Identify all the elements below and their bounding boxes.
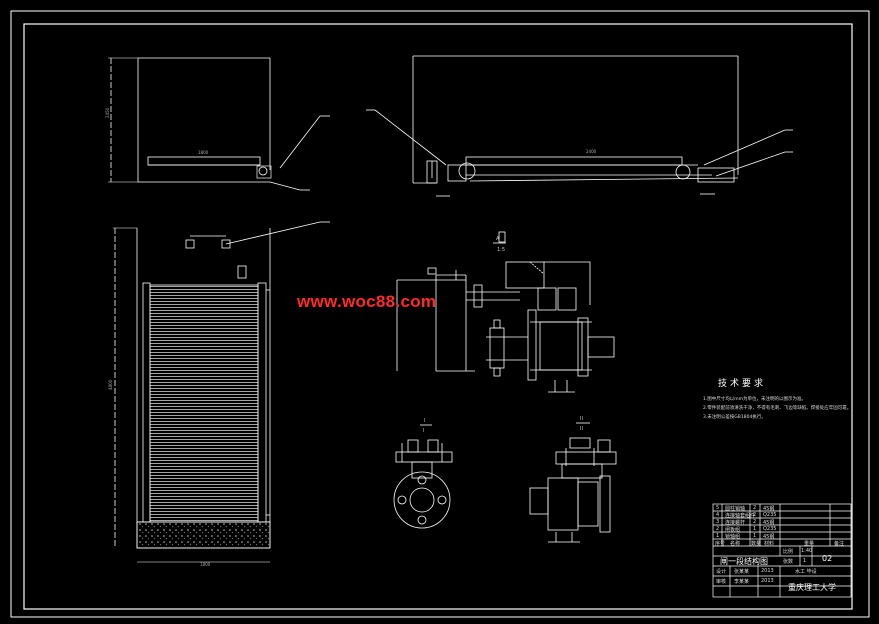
checker-name: 李某某 bbox=[734, 579, 750, 585]
part-no: 1 bbox=[716, 533, 720, 539]
main-gate-front-view: 4800 1800 bbox=[108, 221, 330, 567]
title-block-grid bbox=[712, 503, 852, 598]
header-remark: 备注 bbox=[834, 541, 845, 547]
part-name: 连接螺杆 bbox=[725, 520, 746, 526]
svg-text:1:5: 1:5 bbox=[497, 247, 505, 253]
date-1: 2013 bbox=[761, 568, 774, 574]
part-qty: 2 bbox=[753, 512, 757, 518]
tech-requirement-line-3: 3.未注明公差按GB1804执行。 bbox=[703, 415, 766, 420]
date-2: 2013 bbox=[761, 578, 774, 584]
part-qty: 1 bbox=[753, 526, 757, 532]
drawing-number: 02 bbox=[822, 554, 833, 563]
part-qty: 2 bbox=[753, 505, 757, 511]
tech-requirement-line-1: 1.图中尺寸均以mm为单位，未注明的以图示为准。 bbox=[703, 397, 807, 402]
svg-text:II: II bbox=[580, 426, 583, 432]
svg-text:II: II bbox=[580, 416, 583, 422]
tech-requirements-title: 技术要求 bbox=[718, 379, 767, 389]
outer-border bbox=[10, 10, 870, 618]
part-name: 圆柱销轴 bbox=[725, 506, 746, 512]
watermark-text: www.woc88.com bbox=[297, 292, 437, 311]
section-view-side: II II bbox=[529, 416, 617, 543]
svg-text:A: A bbox=[496, 236, 500, 242]
class-name: 水工 毕设 bbox=[795, 569, 817, 575]
svg-text:1800: 1800 bbox=[198, 150, 209, 155]
scale-label: 比例 bbox=[783, 549, 794, 555]
designer-label: 设计 bbox=[716, 569, 727, 575]
school-name: 重庆理工大学 bbox=[788, 583, 836, 592]
part-no: 3 bbox=[716, 519, 720, 525]
header-material: 材料 bbox=[764, 541, 775, 547]
svg-text:2400: 2400 bbox=[586, 149, 597, 154]
part-name: 锁轴组 bbox=[725, 534, 741, 540]
part-no: 2 bbox=[716, 526, 720, 532]
sheet-label: 张数 bbox=[783, 559, 794, 565]
top-left-elevation-view: 2450 1800 bbox=[105, 57, 330, 191]
tech-requirement-line-2: 2.零件装配前须清洗干净，不得有毛刺、飞边等缺陷。焊接处应牢固可靠。 bbox=[703, 406, 852, 411]
header-name: 名称 bbox=[730, 541, 741, 547]
center-hoist-detail: A 1:5 bbox=[396, 231, 615, 393]
section-view-circular: I I bbox=[393, 418, 453, 529]
part-qty: 1 bbox=[753, 533, 757, 539]
svg-text:1800: 1800 bbox=[200, 562, 211, 567]
part-material: Q235 bbox=[763, 526, 777, 532]
part-material: 45钢 bbox=[763, 534, 775, 540]
part-no: 5 bbox=[716, 505, 720, 511]
part-material: Q235 bbox=[763, 512, 777, 518]
header-weight: 重量 bbox=[804, 541, 815, 547]
svg-text:4800: 4800 bbox=[108, 379, 113, 390]
inner-border bbox=[23, 23, 853, 610]
svg-text:I: I bbox=[424, 418, 425, 424]
header-qty: 数量 bbox=[751, 541, 762, 547]
svg-text:I: I bbox=[423, 428, 424, 434]
part-material: 45钢 bbox=[763, 520, 775, 526]
part-qty: 2 bbox=[753, 519, 757, 525]
checker-label: 审核 bbox=[716, 579, 727, 585]
designer-name: 张某某 bbox=[734, 569, 750, 575]
top-right-side-view: 2400 bbox=[366, 55, 793, 197]
scale-value: 1:40 bbox=[801, 548, 813, 554]
drawing-title: 闸一段结构图 bbox=[720, 557, 768, 566]
part-name: 连接轴套组件 bbox=[725, 513, 756, 519]
sheet-value: 1 bbox=[803, 558, 807, 564]
part-name: 闸板组 bbox=[725, 527, 741, 533]
part-no: 4 bbox=[716, 512, 720, 518]
part-material: 45钢 bbox=[763, 506, 775, 512]
header-no: 序号 bbox=[715, 541, 726, 547]
svg-text:2450: 2450 bbox=[105, 107, 110, 118]
